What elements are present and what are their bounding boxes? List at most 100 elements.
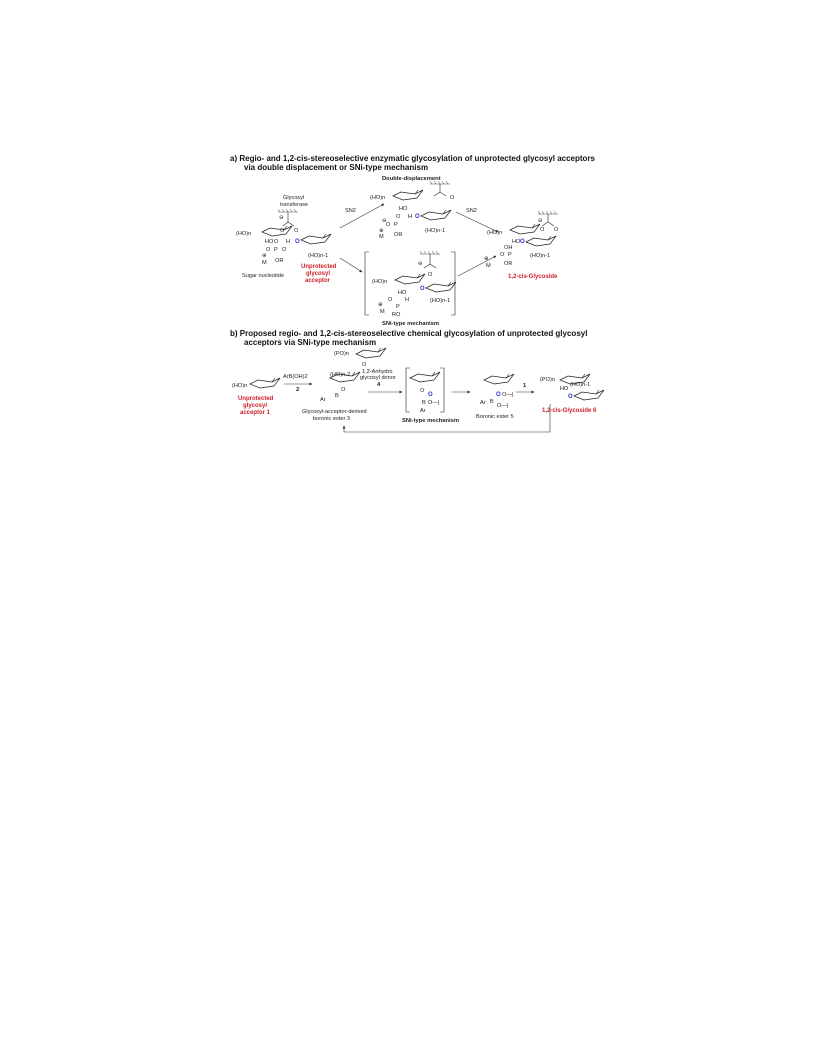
ester-3-hon2: (HO)n-2: [330, 372, 350, 378]
sni-b-bracket-right: [440, 367, 445, 413]
carboxylate-sni: [423, 254, 437, 269]
carboxylate-product: [541, 214, 555, 227]
carboxylate-o-a2: O: [294, 228, 299, 234]
arrow-to-double-displacement: [339, 203, 385, 229]
acceptor-1-hon: (HO)n: [232, 383, 247, 389]
donor-o-bridge: O: [274, 239, 279, 245]
sn2-first-label: SN2: [345, 208, 356, 214]
donor-4-line2: glycosyl donor: [360, 375, 396, 381]
sni-b-ar: Ar: [420, 408, 426, 414]
acceptor-1-line2: glycosyl: [243, 403, 267, 409]
product-oh: OH: [504, 245, 512, 251]
sni-b-o-blue: O: [428, 392, 433, 398]
metal-m-a1: M: [262, 260, 267, 266]
sni-b-o: O: [420, 388, 425, 394]
reagent-2: 2: [296, 387, 299, 393]
sni-ro: RO: [392, 312, 401, 318]
sni-mechanism-label-b: SNi-type mechanism: [402, 418, 459, 424]
ester-5-b: B: [490, 399, 494, 405]
product-donor-ring: [509, 223, 541, 235]
panel-b-heading-line1: b) Proposed regio- and 1,2-cis-stereosel…: [230, 329, 587, 338]
dd-or: OR: [394, 232, 402, 238]
product-carboxylate-o1: O: [540, 227, 545, 233]
reagent-4: 4: [377, 382, 381, 388]
phosphate-or: OR: [275, 258, 283, 264]
sni-intermediate: ⊖ O (HO)n HO O (HO)n-1 H O P ⊕ M RO SNi-…: [364, 250, 457, 327]
double-displacement-intermediate: Double-displacement O (HO)n HO O H O (HO…: [370, 176, 455, 240]
dd-minus: ⊖: [382, 218, 387, 224]
product-6-po: (PO)n: [540, 377, 555, 383]
product-p: P: [508, 252, 512, 258]
carboxylate-o-a1: O: [280, 228, 285, 234]
ester-3-o: O: [341, 387, 346, 393]
arrow-to-sni: [339, 257, 363, 273]
dd-acceptor-ring: [420, 209, 452, 221]
enzyme-surface-sni: [419, 250, 440, 255]
dd-hon: (HO)n: [370, 195, 385, 201]
panel-b-heading-line2: acceptors via SNi-type mechanism: [244, 338, 376, 347]
dd-p: P: [394, 222, 398, 228]
sni-p: P: [396, 304, 400, 310]
donor-h: H: [286, 239, 290, 245]
sni-ho: HO: [398, 290, 407, 296]
glycoside-product-a: ⊖ O O (HO)n HO O (HO)n-1 OH O P ⊕ M OR 1…: [484, 210, 559, 280]
carboxylate-bond: [282, 212, 295, 227]
sni-b-b: B: [422, 400, 426, 406]
arrow-dd-to-product: [455, 211, 499, 233]
sni-intermediate-b: O O B O—| Ar SNi-type mechanism: [402, 367, 459, 424]
donor-hon: (HO)n: [236, 231, 251, 237]
sni-donor-ring: [394, 273, 426, 285]
sni-o: O: [388, 297, 393, 303]
arrow-sni-to-product: [457, 255, 497, 277]
acceptor-o-blue: O: [295, 239, 300, 245]
glycoside-6-structure: (PO)n HO (HO)n-1 O 1,2-cis-Glycoside 6: [540, 373, 605, 414]
donor-4-o: O: [362, 362, 367, 368]
acceptor-label-line3: acceptor: [305, 278, 331, 284]
ester-3-ar: Ar: [320, 397, 326, 403]
product-m: M: [486, 263, 491, 269]
sni-bracket-left: [364, 251, 369, 316]
panel-a-heading-line2: via double displacement or SNi-type mech…: [244, 163, 428, 172]
panel-a-heading-line1: a) Regio- and 1,2-cis-stereoselective en…: [230, 154, 596, 163]
product-6-hon1: (HO)n-1: [570, 382, 590, 388]
ester-5-ring: [483, 373, 515, 385]
acceptor-label-line1: Unprotected: [301, 264, 337, 270]
boronic-ester-5-structure: O O—| B Ar O—| Boronic ester 5: [476, 373, 515, 420]
product-ho: HO: [512, 239, 521, 245]
sni-minus: ⊖: [418, 261, 423, 267]
product-6-acceptor-ring: [573, 389, 605, 401]
donor-4-line1: 1,2-Anhydro: [362, 369, 392, 375]
dd-o: O: [396, 214, 401, 220]
dd-m: M: [379, 234, 384, 240]
product-o-blue: O: [520, 239, 525, 245]
dd-phosphate-o: O: [386, 222, 391, 228]
sni-b-bracket-left: [405, 367, 410, 413]
dd-donor-ring: [392, 189, 424, 201]
dd-h: H: [408, 214, 412, 220]
sni-acceptor-ring: [425, 281, 457, 293]
reagent-1: 1: [523, 383, 527, 389]
product-6-o-blue: O: [568, 394, 573, 400]
donor-ho: HO: [265, 239, 274, 245]
ester-3-line2: boronic ester 3: [313, 416, 350, 422]
product-6-label: 1,2-cis-Glycoside 6: [542, 408, 597, 414]
sni-carboxylate-o: O: [428, 272, 433, 278]
sni-h: H: [405, 297, 409, 303]
carboxylate-dd: [433, 184, 447, 197]
product-label-a: 1,2-cis-Glycoside: [508, 274, 558, 280]
ester-5-ar: Ar: [480, 400, 486, 406]
dd-plus: ⊕: [379, 228, 384, 234]
ester-5-fragment-2: O—|: [497, 403, 508, 409]
donor-4-po: (PO)n: [334, 351, 349, 357]
product-plus: ⊕: [484, 256, 489, 262]
dd-ho: HO: [399, 206, 408, 212]
ester-5-label: Boronic ester 5: [476, 414, 514, 420]
acceptor-pyranose-ring: [300, 233, 332, 245]
enzyme-surface-hatch: [277, 208, 297, 213]
donor-pyranose-ring: [261, 225, 293, 237]
sn2-second-label: SN2: [466, 208, 477, 214]
product-minus: ⊖: [538, 218, 543, 224]
product-phosphate-o: O: [500, 252, 505, 258]
product-6-ho: HO: [560, 386, 569, 392]
sugar-nucleotide-label: Sugar nucleotide: [242, 273, 284, 279]
